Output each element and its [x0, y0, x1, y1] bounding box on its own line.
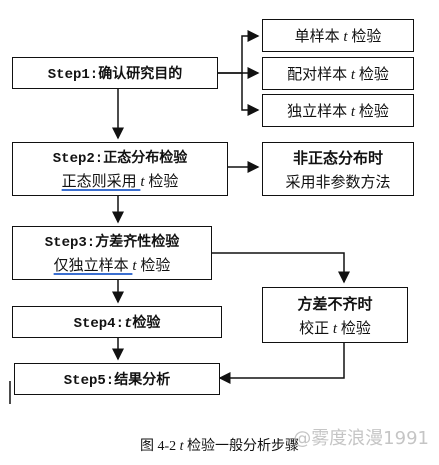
arrow-step1-to-independent [241, 73, 260, 116]
unequal-variance-title: 方差不齐时 [297, 296, 373, 313]
t-symbol: t [332, 320, 338, 337]
step3-subtitle: 仅独立样本 t 检验 [54, 254, 171, 275]
arrow-step1-to-one-sample [218, 30, 260, 74]
one-sample-test-box: 单样本 t 检验 [262, 19, 414, 52]
step4-prefix: Step4: [73, 316, 124, 332]
step2-subtitle-suffix: 检验 [144, 174, 179, 190]
t-symbol: t [132, 258, 137, 274]
step2-box: Step2:正态分布检验 正态则采用 t 检验 [12, 142, 228, 196]
t-symbol: t [140, 174, 145, 190]
step2-subtitle: 正态则采用 t 检验 [62, 170, 179, 191]
nonnormal-box: 非正态分布时 采用非参数方法 [262, 142, 414, 196]
unequal-variance-text: 校正 t 检验 [299, 317, 371, 338]
step3-box: Step3:方差齐性检验 仅独立样本 t 检验 [12, 226, 212, 280]
step3-title: Step3:方差齐性检验 [44, 235, 180, 251]
step1-title: Step1:确认研究目的 [47, 67, 183, 83]
step2-subtitle-text: 正态则采用 [61, 174, 141, 190]
t-symbol: t [343, 29, 348, 45]
watermark: @雾度浪漫1991 [293, 428, 429, 449]
paired-label: 配对样本 [287, 67, 351, 83]
step5-box: Step5:结果分析 [14, 363, 220, 395]
t-symbol: t [350, 67, 356, 83]
nonnormal-title: 非正态分布时 [292, 150, 383, 167]
independent-test-box: 独立样本 t 检验 [262, 94, 414, 127]
step4-title: Step4:t检验 [74, 312, 161, 332]
step3-subtitle-suffix: 检验 [136, 258, 171, 274]
test-suffix: 检验 [355, 104, 389, 120]
step1-box: Step1:确认研究目的 [12, 57, 218, 89]
step5-title: Step5:结果分析 [63, 373, 171, 389]
arrow-unequal-to-step5 [218, 343, 345, 384]
t-symbol: t [124, 316, 133, 332]
step2-title: Step2:正态分布检验 [52, 151, 188, 167]
test-suffix: 检验 [355, 67, 389, 83]
t-symbol: t [350, 104, 356, 120]
nonnormal-text: 采用非参数方法 [285, 174, 391, 191]
arrow-step3-to-unequal [212, 252, 350, 284]
caption-prefix: 图 4-2 [139, 439, 180, 454]
independent-label: 独立样本 [287, 104, 351, 120]
step4-suffix: 检验 [132, 316, 161, 332]
t-symbol: t [179, 439, 184, 454]
caption-suffix: 检验一般分析步骤 [183, 439, 300, 454]
unequal-variance-prefix: 校正 [299, 320, 333, 337]
one-sample-label: 单样本 [294, 29, 344, 45]
figure-caption: 图 4-2 t 检验一般分析步骤 [0, 435, 439, 455]
paired-test-box: 配对样本 t 检验 [262, 57, 414, 90]
step4-box: Step4:t检验 [12, 306, 222, 338]
step3-subtitle-text: 仅独立样本 [53, 258, 133, 274]
test-suffix: 检验 [347, 29, 382, 45]
unequal-variance-suffix: 检验 [337, 320, 371, 337]
unequal-variance-box: 方差不齐时 校正 t 检验 [262, 287, 408, 343]
